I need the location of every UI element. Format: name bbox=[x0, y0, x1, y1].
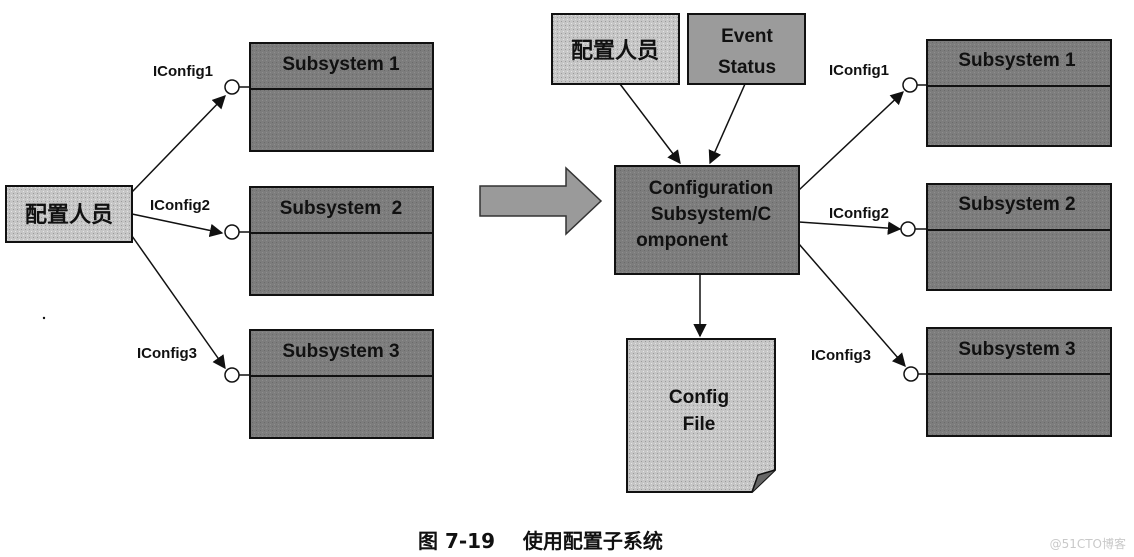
right-subsystem-3: Subsystem 3 bbox=[926, 327, 1112, 437]
right-connector-3 bbox=[798, 243, 906, 368]
left-interface-1-circle bbox=[224, 79, 240, 95]
left-connector-1 bbox=[131, 95, 226, 193]
right-subsystem-2-title: Subsystem 2 bbox=[958, 194, 1075, 215]
left-subsystem-1: Subsystem 1 bbox=[249, 42, 434, 152]
right-interface-label-1: IConfig1 bbox=[829, 62, 889, 79]
right-interface-1-circle bbox=[902, 77, 918, 93]
figure-caption: 图 7-19 使用配置子系统 bbox=[418, 529, 663, 553]
right-input-actor-label: 配置人员 bbox=[571, 39, 659, 64]
right-input-event-box bbox=[687, 13, 806, 85]
config-file-line-1: Config bbox=[669, 387, 729, 408]
right-subsystem-3-title: Subsystem 3 bbox=[958, 339, 1075, 360]
right-interface-2-circle bbox=[900, 221, 916, 237]
left-interface-2-circle bbox=[224, 224, 240, 240]
left-subsystem-3: Subsystem 3 bbox=[249, 329, 434, 439]
config-file-line-2: File bbox=[683, 414, 716, 435]
stray-dot bbox=[42, 316, 46, 320]
left-actor-label: 配置人员 bbox=[25, 203, 113, 228]
left-interface-3-circle bbox=[224, 367, 240, 383]
component-line-1: Configuration bbox=[649, 178, 774, 199]
right-subsystem-1: Subsystem 1 bbox=[926, 39, 1112, 147]
right-subsystem-1-title: Subsystem 1 bbox=[958, 50, 1076, 71]
config-file-fold bbox=[751, 469, 776, 493]
left-subsystem-1-title: Subsystem 1 bbox=[282, 54, 400, 75]
component-line-2: Subsystem/C bbox=[651, 204, 772, 225]
left-interface-label-1: IConfig1 bbox=[153, 63, 213, 80]
right-interface-label-3: IConfig3 bbox=[811, 347, 871, 364]
actor-to-component-arrow bbox=[619, 83, 681, 165]
configuration-component-box bbox=[614, 165, 800, 275]
right-input-event-line-1: Event bbox=[721, 26, 773, 47]
right-input-actor-box bbox=[551, 13, 680, 85]
left-interface-label-2: IConfig2 bbox=[150, 197, 210, 214]
left-actor-box bbox=[5, 185, 133, 243]
left-connector-3 bbox=[131, 235, 226, 370]
right-subsystem-2: Subsystem 2 bbox=[926, 183, 1112, 291]
right-input-event-line-2: Status bbox=[718, 57, 776, 78]
left-interface-label-3: IConfig3 bbox=[137, 345, 197, 362]
right-interface-3-circle bbox=[903, 366, 919, 382]
right-connector-1 bbox=[798, 91, 904, 191]
watermark: @51CTO博客 bbox=[1050, 536, 1126, 551]
left-subsystem-2: Subsystem 2 bbox=[249, 186, 434, 296]
right-connector-2 bbox=[798, 221, 902, 235]
left-connector-2 bbox=[131, 213, 224, 238]
left-subsystem-2-title: Subsystem 2 bbox=[280, 198, 403, 219]
component-line-3: omponent bbox=[636, 230, 728, 251]
left-subsystem-3-title: Subsystem 3 bbox=[282, 341, 399, 362]
transition-arrow-icon bbox=[479, 166, 603, 236]
right-interface-label-2: IConfig2 bbox=[829, 205, 889, 222]
event-to-component-arrow bbox=[708, 83, 746, 165]
